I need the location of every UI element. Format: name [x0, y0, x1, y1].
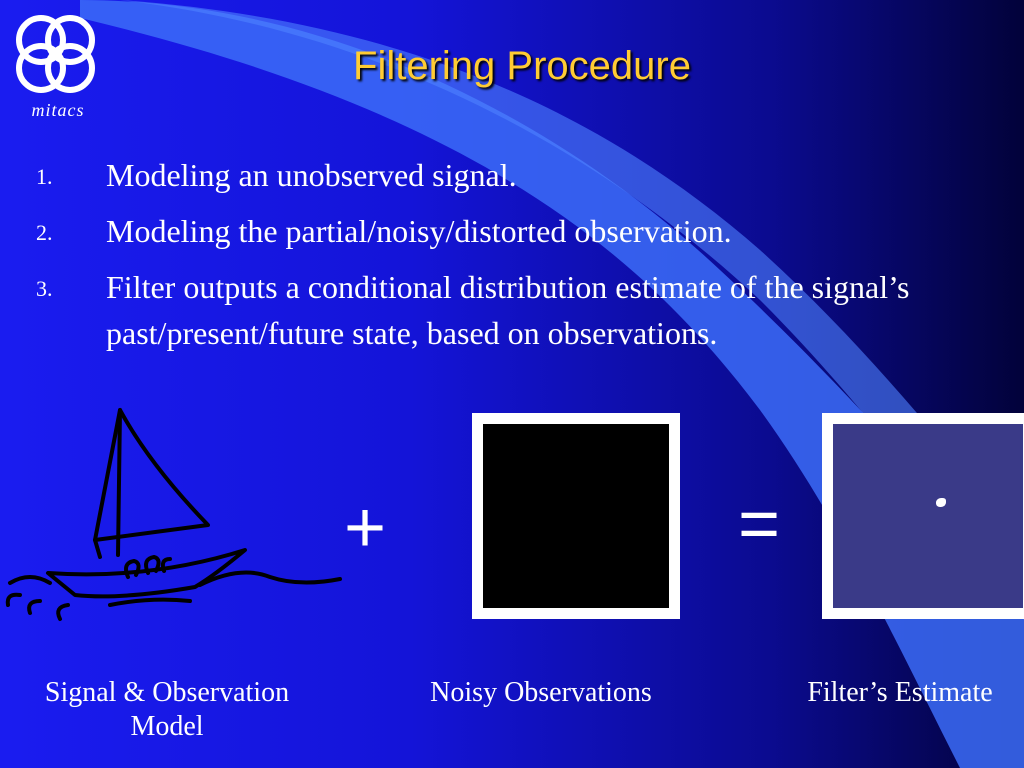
numbered-list: 1. Modeling an unobserved signal. 2. Mod…: [36, 152, 1006, 366]
list-text: Modeling the partial/noisy/distorted obs…: [106, 213, 732, 249]
equals-sign: =: [738, 484, 781, 564]
list-item: 3. Filter outputs a conditional distribu…: [36, 264, 1006, 356]
logo-text: mitacs: [31, 100, 85, 120]
interlocked-rings-logo-icon: [16, 15, 95, 93]
list-number: 2.: [36, 220, 53, 245]
list-item: 2. Modeling the partial/noisy/distorted …: [36, 208, 1006, 254]
noisy-observations-panel: [472, 413, 680, 619]
list-number: 1.: [36, 164, 53, 189]
page-title: Filtering Procedure: [353, 44, 691, 88]
filter-estimate-panel: [822, 413, 1024, 619]
caption-filter-estimate: Filter’s Estimate: [807, 677, 993, 708]
noisy-observations-image: [483, 424, 669, 608]
list-text: Modeling an unobserved signal.: [106, 157, 517, 193]
plus-sign: +: [344, 488, 387, 568]
filter-estimate-image: [833, 424, 1023, 608]
estimate-dot-icon: [936, 498, 946, 507]
list-item: 1. Modeling an unobserved signal.: [36, 152, 1006, 198]
logo: mitacs: [8, 8, 108, 120]
list-text: Filter outputs a conditional distributio…: [106, 269, 910, 351]
sailboat-sketch-icon: [5, 408, 342, 621]
caption-noisy-observations: Noisy Observations: [430, 677, 652, 708]
list-number: 3.: [36, 276, 53, 301]
caption-signal-model: Signal & Observation Model: [44, 677, 290, 742]
